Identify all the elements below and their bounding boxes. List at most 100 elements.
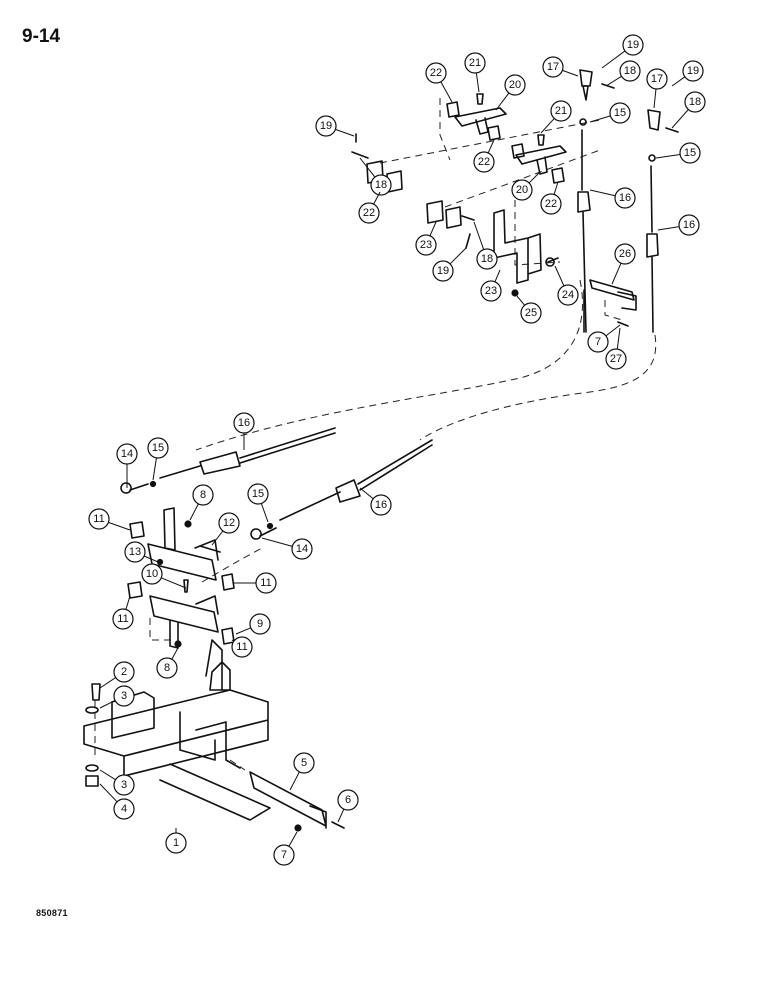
callout-number: 22 <box>545 198 557 210</box>
leader-line <box>495 92 510 111</box>
rod-part <box>249 771 327 829</box>
bolt-part <box>91 683 101 701</box>
cotter-pin-part <box>465 233 471 249</box>
leader-line <box>108 521 131 531</box>
callout-11: 11 <box>112 595 134 630</box>
leader-line <box>605 75 622 87</box>
leader-line <box>671 109 689 129</box>
callout-circle <box>337 789 359 811</box>
callout-14: 14 <box>261 537 313 560</box>
leader-line <box>288 831 298 847</box>
leader-line <box>616 327 621 350</box>
callout-circle <box>473 151 495 173</box>
callout-number: 8 <box>200 489 206 501</box>
lever-assembly <box>120 427 433 649</box>
bushing-part <box>221 627 235 645</box>
callout-15: 15 <box>589 102 631 124</box>
callout-circle <box>682 60 704 82</box>
callout-number: 14 <box>121 448 133 460</box>
callout-number: 27 <box>610 353 622 365</box>
leader-line <box>143 555 159 563</box>
leader-line <box>528 171 541 184</box>
rod-part <box>589 279 635 301</box>
leader-line <box>429 221 437 237</box>
nut-part <box>184 520 192 528</box>
cable-route-line <box>419 334 657 441</box>
rod-end-part <box>120 482 149 494</box>
callout-number: 4 <box>121 803 127 815</box>
leader-line <box>562 69 579 77</box>
callout-circle <box>609 102 631 124</box>
callout-16: 16 <box>657 214 700 236</box>
leader-line <box>657 226 680 231</box>
callout-circle <box>684 91 706 113</box>
leader-line <box>335 128 355 137</box>
callout-circle <box>646 68 668 90</box>
callout-number: 18 <box>375 179 387 191</box>
callout-number: 23 <box>420 239 432 251</box>
leader-line <box>171 647 179 660</box>
callout-circle <box>291 538 313 560</box>
callout-16: 16 <box>359 487 392 516</box>
lever-part <box>149 595 219 649</box>
callout-number: 18 <box>689 96 701 108</box>
callout-number: 7 <box>281 849 287 861</box>
bolt-part <box>331 821 345 829</box>
pivot-arm-part <box>454 107 507 135</box>
callout-number: 20 <box>516 184 528 196</box>
grease-fitting-part <box>476 93 484 105</box>
callout-circle <box>587 331 609 353</box>
callout-number: 7 <box>595 336 601 348</box>
callout-number: 19 <box>320 120 332 132</box>
callout-number: 11 <box>93 513 104 525</box>
leader-line <box>554 265 565 287</box>
leader-line <box>189 503 199 521</box>
leader-line <box>449 247 467 265</box>
callout-number: 5 <box>301 757 307 769</box>
callout-1: 1 <box>165 828 187 854</box>
callout-number: 19 <box>687 65 699 77</box>
callout-circle <box>147 437 169 459</box>
callout-22: 22 <box>358 191 381 224</box>
nut-part <box>294 824 302 832</box>
leader-line <box>475 72 480 93</box>
pivot-arm-part <box>515 145 567 175</box>
leader-line <box>261 537 293 547</box>
callout-25: 25 <box>516 295 542 324</box>
leader-line <box>99 783 118 803</box>
callout-26: 26 <box>611 243 636 285</box>
leader-line <box>99 700 116 709</box>
callout-number: 24 <box>562 289 574 301</box>
callout-15: 15 <box>247 483 269 523</box>
callout-7: 7 <box>273 831 298 866</box>
callout-circle <box>415 234 437 256</box>
callout-8: 8 <box>156 647 179 679</box>
callout-circle <box>255 572 277 594</box>
callout-number: 14 <box>296 543 308 555</box>
callout-19: 19 <box>432 247 467 282</box>
leader-line <box>152 457 157 481</box>
callout-number: 19 <box>627 39 639 51</box>
callout-number: 6 <box>345 794 351 806</box>
callout-11: 11 <box>88 508 131 531</box>
callout-circle <box>480 280 502 302</box>
leader-line <box>671 76 686 87</box>
callout-23: 23 <box>480 269 502 302</box>
callout-20: 20 <box>511 171 541 201</box>
callout-8: 8 <box>189 484 214 521</box>
bolt-part <box>617 321 629 327</box>
leader-line <box>605 324 621 337</box>
callout-circle <box>370 494 392 516</box>
callout-number: 18 <box>624 65 636 77</box>
callout-number: 3 <box>121 779 127 791</box>
callout-circle <box>116 443 138 465</box>
callout-19: 19 <box>315 115 355 137</box>
pin-part <box>351 151 369 159</box>
bolt-part <box>545 257 559 267</box>
callout-circle <box>540 193 562 215</box>
callout-circle <box>293 752 315 774</box>
callout-22: 22 <box>540 181 562 215</box>
upper-assembly <box>351 69 679 333</box>
callout-19: 19 <box>601 34 644 69</box>
callout-circle <box>614 243 636 265</box>
